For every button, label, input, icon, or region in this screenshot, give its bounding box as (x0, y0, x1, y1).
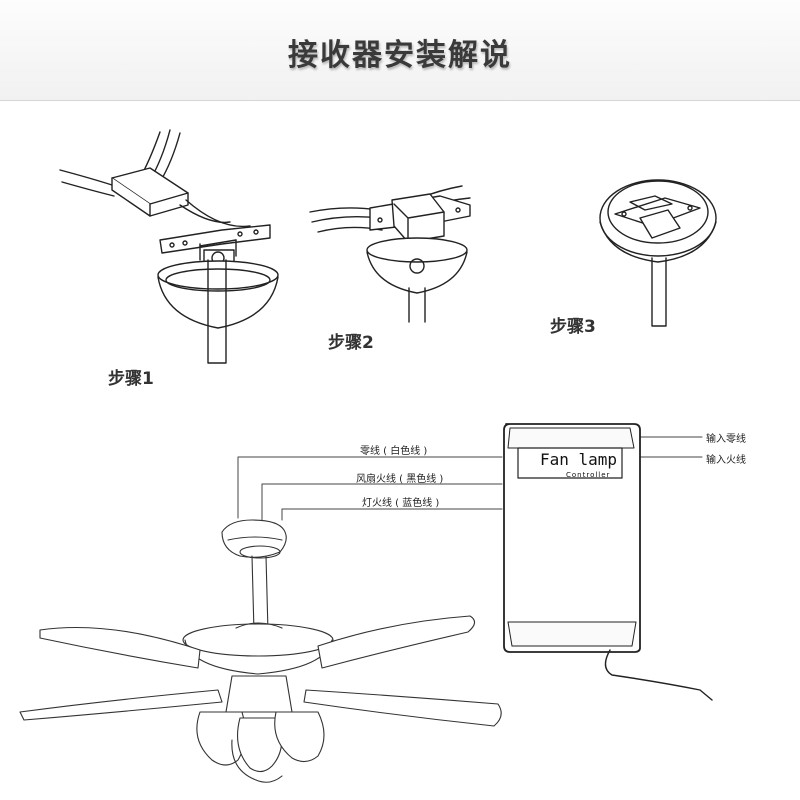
wiring-lines (237, 436, 703, 521)
lamp-live-wire-label: 灯火线 ( 蓝色线 ) (362, 498, 440, 509)
page-title: 接收器安装解说 (288, 38, 512, 73)
fan-live-wire-label: 风扇火线 ( 黑色线 ) (356, 474, 444, 485)
step2-illustration (309, 185, 471, 323)
header-banner: 接收器安装解说 (0, 0, 800, 101)
neutral-wire-label: 零线 ( 白色线 ) (360, 446, 428, 457)
input-neutral-label: 输入零线 (706, 434, 746, 445)
step-2-label: 步骤2 (328, 333, 374, 353)
step1-illustration (59, 129, 279, 364)
controller-sublabel: Controller (566, 471, 611, 479)
controller-drawing (503, 423, 713, 701)
input-live-label: 输入火线 (706, 455, 746, 466)
step-1-label: 步骤1 (108, 369, 154, 389)
step-3-label: 步骤3 (550, 317, 596, 337)
controller-label: Fan lamp (540, 450, 618, 469)
ceiling-fan-drawing (19, 519, 502, 783)
step3-illustration (599, 179, 717, 327)
